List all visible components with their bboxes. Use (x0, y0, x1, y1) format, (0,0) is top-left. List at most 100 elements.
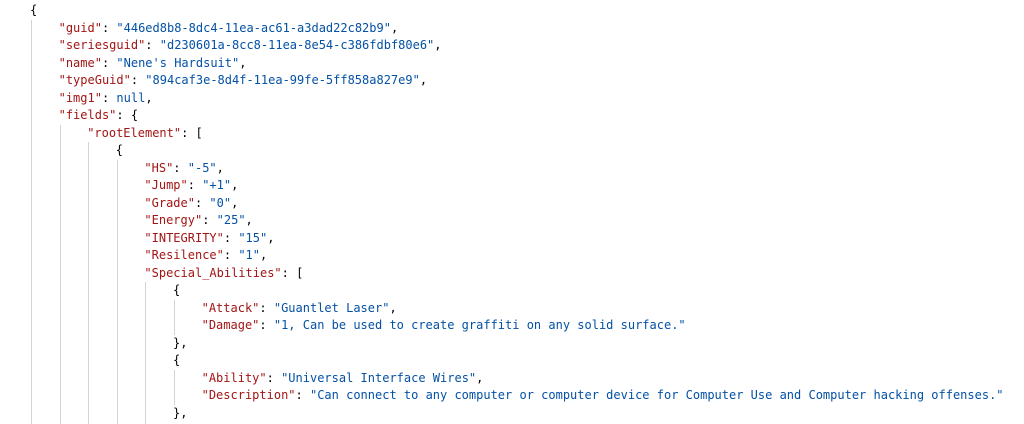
indent-guide (31, 282, 32, 300)
json-punctuation: : (101, 20, 117, 35)
json-value: "1" (238, 248, 261, 262)
indent-guide (88, 387, 90, 405)
code-line-text: { (173, 282, 180, 300)
indent-guide (59, 264, 61, 282)
code-line-text: "Energy": "25", (144, 212, 252, 230)
indent-guide (31, 124, 32, 142)
indent-guide (145, 299, 147, 317)
json-punctuation: , (245, 213, 253, 227)
indent-guide (31, 159, 32, 177)
code-line-text: "Damage": "1, Can be used to create graf… (202, 317, 686, 335)
json-punctuation: : (101, 90, 117, 105)
indent-guide (88, 369, 90, 387)
indent-guide (116, 422, 118, 424)
indent-guide (31, 229, 32, 247)
code-line: "Damage": "1, Can be used to create graf… (0, 317, 1024, 335)
json-punctuation: , (267, 230, 275, 245)
code-line: "fields": { (0, 107, 1024, 125)
code-line-text: "INTEGRITY": "15", (144, 230, 274, 248)
code-line-text: "name": "Nene's Hardsuit", (59, 55, 247, 73)
indent-guide (59, 142, 61, 160)
indent-guide (88, 212, 90, 230)
code-line: "Description": "Can connect to any compu… (0, 387, 1024, 405)
indent-guide (88, 264, 90, 282)
code-line: "seriesguid": "d230601a-8cc8-11ea-8e54-c… (0, 37, 1024, 55)
json-punctuation: : (259, 318, 274, 332)
json-punctuation: , (434, 38, 442, 52)
indent-guide (116, 352, 118, 370)
indent-guide (59, 159, 61, 177)
code-line: "HS": "-5", (0, 159, 1024, 177)
code-line: "Grade": "0", (0, 194, 1024, 212)
indent-guide (145, 334, 147, 352)
indent-guide (116, 334, 118, 352)
code-line-text: "Description": "Can connect to any compu… (202, 387, 1004, 405)
indent-guide (59, 404, 61, 422)
indent-guide (88, 282, 90, 300)
json-value: null (116, 90, 146, 105)
indent-guide (88, 422, 90, 424)
indent-guide (116, 317, 118, 335)
code-line-text: { (30, 2, 37, 20)
json-key: "seriesguid" (58, 38, 146, 52)
json-key: "Description" (201, 388, 296, 402)
json-punctuation: : (145, 38, 160, 52)
indent-guide (145, 387, 147, 405)
indent-guide (116, 229, 118, 247)
indent-guide (31, 142, 32, 160)
json-punctuation: , (239, 55, 247, 70)
json-key: "typeGuid" (58, 73, 131, 87)
code-line: "INTEGRITY": "15", (0, 229, 1024, 248)
json-punctuation: { (173, 283, 181, 297)
json-key: "guid" (58, 20, 102, 35)
json-punctuation: : (202, 213, 217, 227)
indent-guide (59, 352, 61, 370)
json-value: "+1" (202, 178, 232, 192)
indent-guide (174, 317, 175, 335)
json-punctuation: }, (173, 335, 188, 350)
indent-guide (59, 282, 61, 300)
json-key: "HS" (144, 160, 174, 175)
indent-guide (31, 334, 32, 352)
json-value: "Universal Interface Wires" (281, 370, 477, 385)
indent-guide (116, 194, 118, 212)
indent-guide (59, 247, 61, 265)
code-line: "img1": null, (0, 89, 1024, 107)
code-line: "name": "Nene's Hardsuit", (0, 54, 1024, 73)
json-key: "rootElement" (87, 125, 182, 140)
json-punctuation: : (266, 370, 282, 385)
indent-guide (31, 89, 32, 107)
code-line: { (0, 352, 1024, 370)
indent-guide (31, 194, 32, 212)
indent-guide (31, 72, 32, 90)
json-punctuation: : (223, 248, 239, 262)
json-value: "-5" (187, 160, 217, 175)
code-line: "Special_Abilities": [ (0, 264, 1024, 283)
indent-guide (59, 369, 61, 387)
indent-guide (59, 194, 61, 212)
indent-guide (88, 159, 90, 177)
indent-guide (116, 177, 118, 195)
code-line: "Jump": "+1", (0, 177, 1024, 195)
indent-guide (31, 317, 32, 335)
indent-guide (59, 387, 61, 405)
json-punctuation: : [ (281, 265, 304, 280)
indent-guide (145, 422, 147, 424)
json-punctuation: , (419, 73, 428, 87)
indent-guide (31, 387, 32, 405)
json-value: "Guantlet Laser" (273, 300, 390, 315)
json-punctuation: : (173, 160, 188, 175)
json-key: "fields" (58, 108, 117, 122)
indent-guide (88, 194, 90, 212)
json-punctuation: , (260, 248, 268, 262)
code-line: "Ability": "Universal Interface Wires", (0, 369, 1024, 388)
indent-guide (116, 212, 118, 230)
indent-guide (116, 247, 118, 265)
json-key: "Jump" (144, 178, 188, 192)
code-line-text: "Ability": "Universal Interface Wires", (202, 370, 484, 388)
indent-guide (59, 422, 61, 424)
json-key: "Energy" (144, 213, 203, 227)
json-value: "446ed8b8-8dc4-11ea-ac61-a3dad22c82b9" (116, 20, 391, 35)
indent-guide (59, 299, 61, 317)
code-line-text: "Special_Abilities": [ (144, 265, 303, 283)
